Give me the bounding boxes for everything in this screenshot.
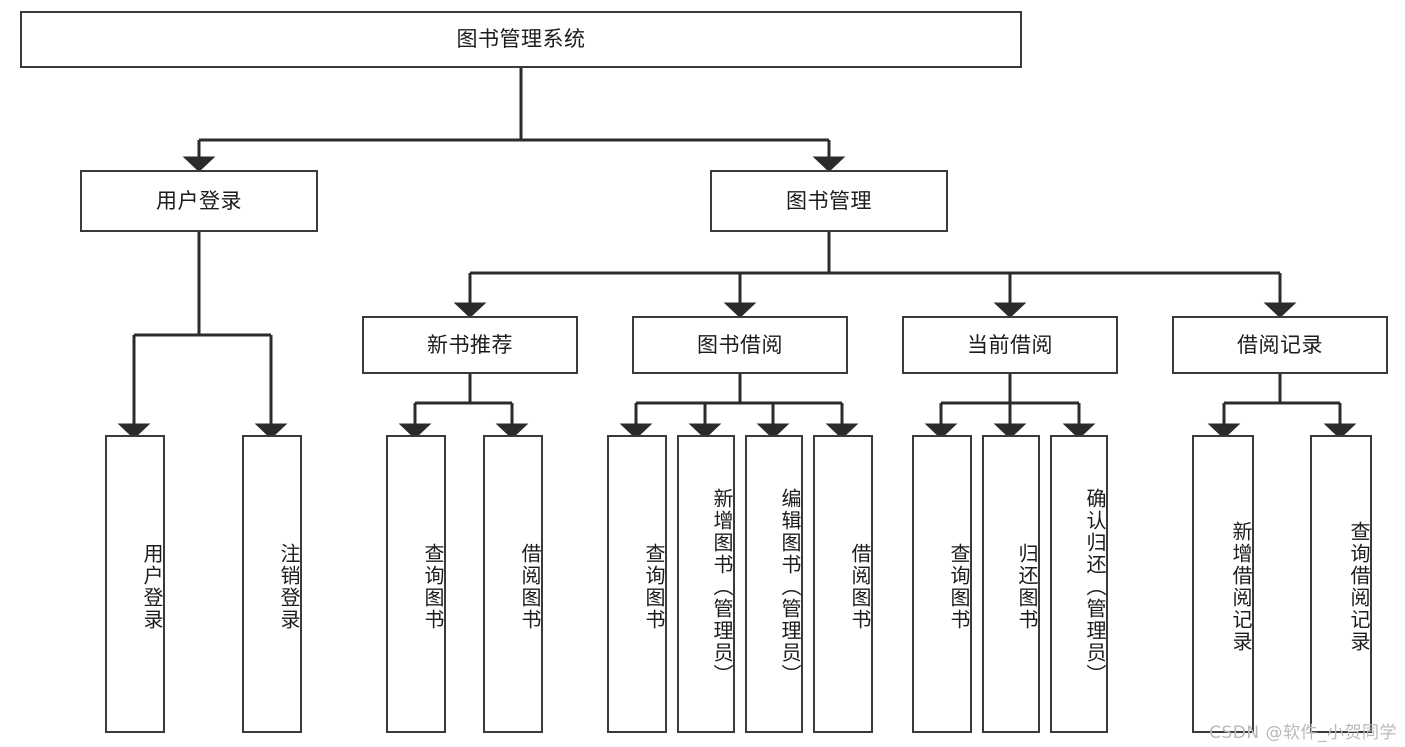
node-leaf-edit-book[interactable]: 编辑图书（管理员） xyxy=(745,435,803,733)
node-leaf-edit-book-label: 编辑图书（管理员） xyxy=(778,488,802,686)
node-book-borrow-label: 图书借阅 xyxy=(697,332,783,357)
node-book-manage-label: 图书管理 xyxy=(786,188,872,213)
node-leaf-query-record[interactable]: 查询借阅记录 xyxy=(1310,435,1372,733)
node-leaf-query-record-label: 查询借阅记录 xyxy=(1347,521,1371,653)
node-root-label: 图书管理系统 xyxy=(456,27,586,52)
node-book-borrow[interactable]: 图书借阅 xyxy=(632,316,848,374)
node-leaf-query-book-2-label: 查询图书 xyxy=(642,543,666,631)
node-leaf-return-book-label: 归还图书 xyxy=(1015,543,1039,631)
node-root[interactable]: 图书管理系统 xyxy=(20,11,1022,68)
node-leaf-user-login[interactable]: 用户登录 xyxy=(105,435,165,733)
node-book-manage[interactable]: 图书管理 xyxy=(710,170,948,232)
node-leaf-confirm-return-label: 确认归还（管理员） xyxy=(1083,488,1107,686)
node-leaf-borrow-book-2-label: 借阅图书 xyxy=(848,543,872,631)
node-leaf-return-book[interactable]: 归还图书 xyxy=(982,435,1040,733)
node-leaf-add-record-label: 新增借阅记录 xyxy=(1229,521,1253,653)
node-new-book-recommend[interactable]: 新书推荐 xyxy=(362,316,578,374)
node-leaf-user-login-label: 用户登录 xyxy=(140,543,164,631)
node-leaf-logout-login[interactable]: 注销登录 xyxy=(242,435,302,733)
node-leaf-confirm-return[interactable]: 确认归还（管理员） xyxy=(1050,435,1108,733)
node-leaf-borrow-book-1[interactable]: 借阅图书 xyxy=(483,435,543,733)
node-leaf-add-record[interactable]: 新增借阅记录 xyxy=(1192,435,1254,733)
node-current-borrow[interactable]: 当前借阅 xyxy=(902,316,1118,374)
node-user-login-label: 用户登录 xyxy=(156,188,242,213)
node-leaf-query-book-1[interactable]: 查询图书 xyxy=(386,435,446,733)
node-borrow-record[interactable]: 借阅记录 xyxy=(1172,316,1388,374)
node-new-book-recommend-label: 新书推荐 xyxy=(427,332,513,357)
node-leaf-query-book-2[interactable]: 查询图书 xyxy=(607,435,667,733)
node-leaf-borrow-book-1-label: 借阅图书 xyxy=(518,543,542,631)
node-borrow-record-label: 借阅记录 xyxy=(1237,332,1323,357)
node-leaf-query-book-3[interactable]: 查询图书 xyxy=(912,435,972,733)
node-leaf-borrow-book-2[interactable]: 借阅图书 xyxy=(813,435,873,733)
node-user-login[interactable]: 用户登录 xyxy=(80,170,318,232)
node-leaf-add-book[interactable]: 新增图书（管理员） xyxy=(677,435,735,733)
node-leaf-query-book-1-label: 查询图书 xyxy=(421,543,445,631)
node-leaf-logout-login-label: 注销登录 xyxy=(277,543,301,631)
node-leaf-query-book-3-label: 查询图书 xyxy=(947,543,971,631)
node-current-borrow-label: 当前借阅 xyxy=(967,332,1053,357)
watermark: CSDN @软件_小贺同学 xyxy=(1209,723,1397,743)
node-leaf-add-book-label: 新增图书（管理员） xyxy=(710,488,734,686)
